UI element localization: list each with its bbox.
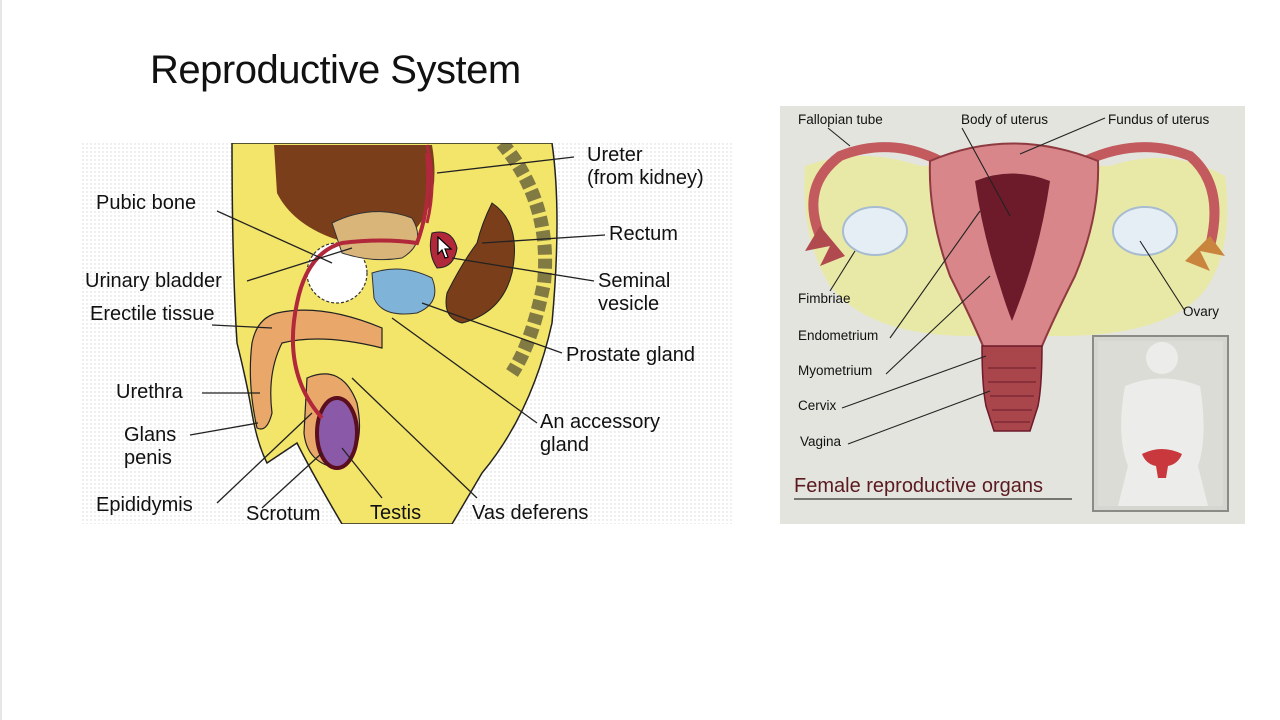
penis-shape	[249, 309, 383, 430]
label-prostate-gland: Prostate gland	[566, 344, 695, 366]
label-rectum: Rectum	[609, 223, 678, 245]
slide-title: Reproductive System	[150, 48, 521, 92]
male-reproductive-diagram: Ureter (from kidney) Pubic bone Rectum U…	[82, 143, 734, 524]
label-fundus-of-uterus: Fundus of uterus	[1108, 112, 1210, 127]
testis-shape	[315, 396, 359, 470]
fimbriae-left	[805, 226, 845, 266]
mouse-cursor-icon	[437, 236, 453, 259]
label-ureter-from-kidney: (from kidney)	[587, 167, 704, 189]
female-diagram-svg: Fallopian tube Body of uterus Fundus of …	[780, 106, 1245, 524]
label-urethra: Urethra	[116, 381, 184, 403]
endometrium-shape	[975, 173, 1050, 321]
female-leader-lines	[827, 117, 1186, 445]
vagina-rugae	[988, 367, 1036, 423]
label-gland: gland	[540, 434, 589, 456]
prostate-shape	[371, 268, 436, 315]
label-penis: penis	[124, 447, 172, 469]
label-urinary-bladder: Urinary bladder	[85, 270, 222, 292]
label-myometrium: Myometrium	[798, 363, 872, 378]
label-ovary: Ovary	[1183, 304, 1219, 319]
label-seminal: Seminal	[598, 270, 670, 292]
label-erectile-tissue: Erectile tissue	[90, 303, 215, 325]
slide-edge	[0, 0, 2, 720]
spine	[496, 143, 553, 377]
label-vagina: Vagina	[800, 434, 842, 449]
fallopian-tube-right	[1082, 142, 1220, 248]
label-cervix: Cervix	[798, 398, 837, 413]
vas-deferens-shape	[290, 152, 431, 420]
male-diagram-svg: Ureter (from kidney) Pubic bone Rectum U…	[82, 143, 734, 524]
label-endometrium: Endometrium	[798, 328, 878, 343]
label-fimbriae: Fimbriae	[798, 291, 851, 306]
label-an-accessory: An accessory	[540, 411, 660, 433]
female-caption: Female reproductive organs	[794, 475, 1043, 497]
female-reproductive-diagram: Fallopian tube Body of uterus Fundus of …	[780, 106, 1245, 524]
label-body-of-uterus: Body of uterus	[961, 112, 1048, 127]
label-pubic-bone: Pubic bone	[96, 192, 196, 214]
label-testis: Testis	[370, 502, 421, 524]
fallopian-tube-left	[808, 142, 943, 238]
label-vesicle: vesicle	[598, 293, 659, 315]
label-vas-deferens: Vas deferens	[472, 502, 588, 524]
cervix-vagina-shape	[981, 345, 1043, 432]
fimbriae-right	[1185, 236, 1225, 271]
inset-body-figure	[1092, 335, 1229, 512]
ovary-right	[1112, 206, 1178, 256]
label-ureter: Ureter	[587, 144, 643, 166]
label-glans: Glans	[124, 424, 176, 446]
bladder-shape	[331, 211, 419, 261]
label-fallopian-tube: Fallopian tube	[798, 112, 883, 127]
ureter-shape	[425, 144, 434, 224]
label-scrotum: Scrotum	[246, 503, 320, 524]
male-leader-lines	[189, 156, 606, 509]
label-epididymis: Epididymis	[96, 494, 193, 516]
ovary-left	[842, 206, 908, 256]
